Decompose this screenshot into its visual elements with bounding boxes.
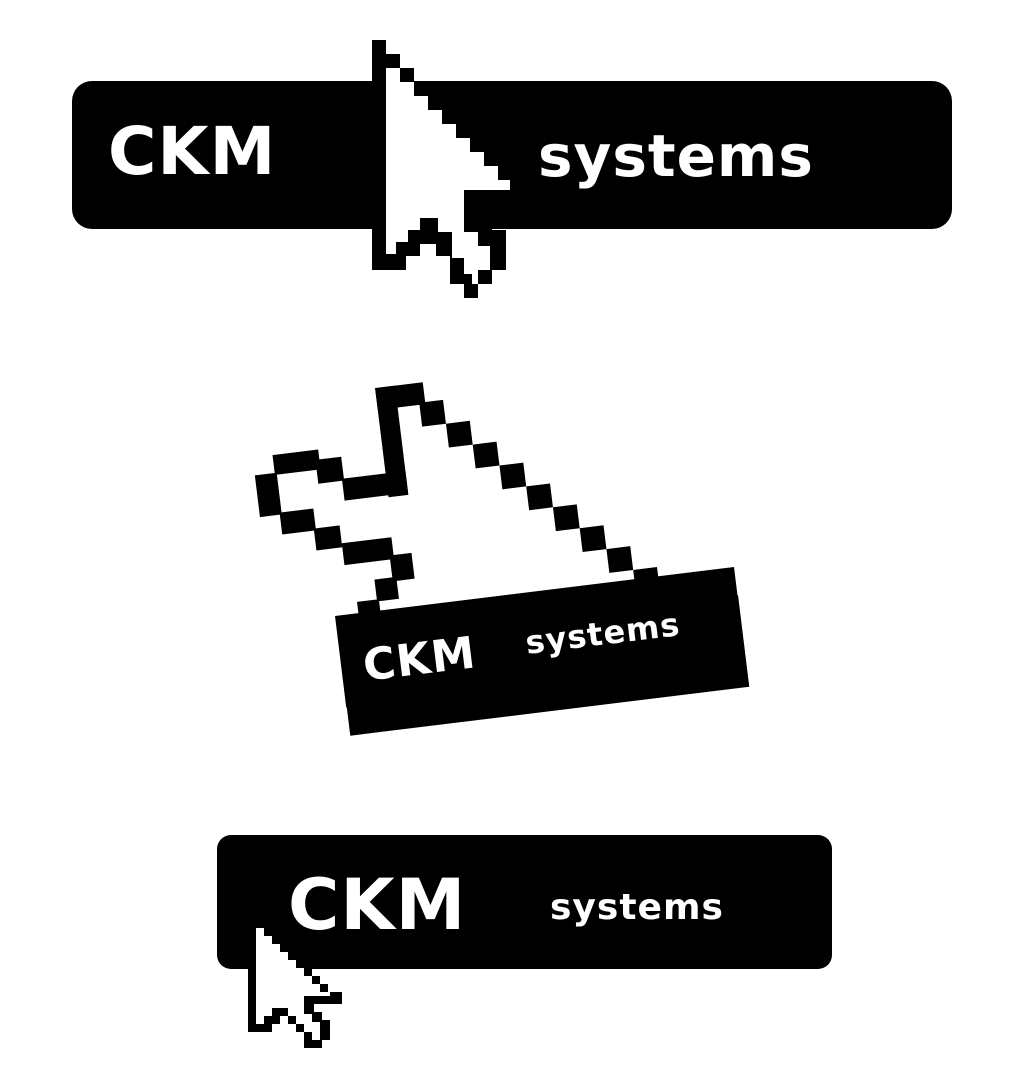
logo-horizontal-compact: CKM systems (0, 820, 1024, 1088)
logo-primary-text: CKM (288, 864, 467, 946)
logo-bar (72, 81, 952, 229)
pixel-hand-cursor-icon (254, 382, 750, 736)
logo-bar (217, 835, 832, 969)
logo-primary-text: CKM (108, 113, 277, 190)
pixel-arrow-cursor-icon (372, 40, 522, 298)
logo-secondary-text: systems (538, 122, 814, 190)
logo-horizontal-large: CKM systems (0, 0, 1024, 320)
logo-stacked-tilted: CKM systems (0, 340, 1024, 760)
pixel-arrow-cursor-icon (248, 912, 342, 1048)
logo-primary-text: CKM (360, 627, 479, 692)
logo-secondary-text: systems (523, 605, 683, 662)
logo-secondary-text: systems (550, 887, 724, 928)
